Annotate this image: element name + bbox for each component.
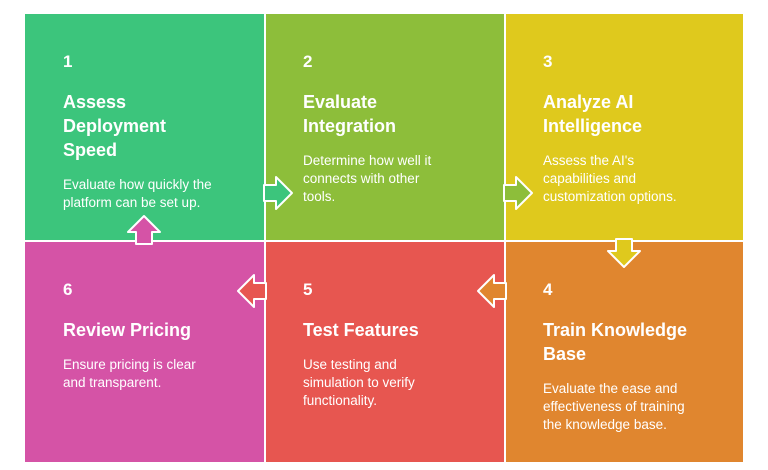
arrow-down-icon [607, 238, 641, 268]
step-number: 1 [63, 52, 73, 71]
step-3-card: 3 Analyze AI Intelligence Assess the AI'… [505, 14, 743, 240]
step-title: Analyze AI Intelligence [543, 92, 643, 136]
step-description: Evaluate how quickly the platform can be… [63, 177, 212, 210]
arrow-left-icon [237, 274, 267, 308]
step-title: Test Features [303, 320, 419, 340]
arrow-right-icon [263, 176, 293, 210]
step-1-card: 1 Assess Deployment Speed Evaluate how q… [25, 14, 265, 240]
step-number: 5 [303, 280, 313, 299]
step-number: 6 [63, 280, 73, 299]
step-description: Use testing and simulation to verify fun… [303, 357, 415, 408]
step-description: Ensure pricing is clear and transparent. [63, 357, 196, 390]
step-title: Assess Deployment Speed [63, 92, 167, 160]
step-description: Determine how well it connects with othe… [303, 153, 432, 204]
step-description: Evaluate the ease and effectiveness of t… [543, 381, 685, 432]
step-4-card: 4 Train Knowledge Base Evaluate the ease… [505, 242, 743, 462]
step-number: 2 [303, 52, 313, 71]
step-2-card: 2 Evaluate Integration Determine how wel… [265, 14, 505, 240]
step-title: Train Knowledge Base [543, 320, 688, 364]
step-5-card: 5 Test Features Use testing and simulati… [265, 242, 505, 462]
arrow-left-icon [477, 274, 507, 308]
step-number: 4 [543, 280, 553, 299]
step-6-card: 6 Review Pricing Ensure pricing is clear… [25, 242, 265, 462]
arrow-right-icon [503, 176, 533, 210]
step-title: Evaluate Integration [303, 92, 396, 136]
step-title: Review Pricing [63, 320, 192, 340]
arrow-up-icon [127, 215, 161, 245]
step-number: 3 [543, 52, 553, 71]
step-description: Assess the AI's capabilities and customi… [543, 153, 677, 204]
